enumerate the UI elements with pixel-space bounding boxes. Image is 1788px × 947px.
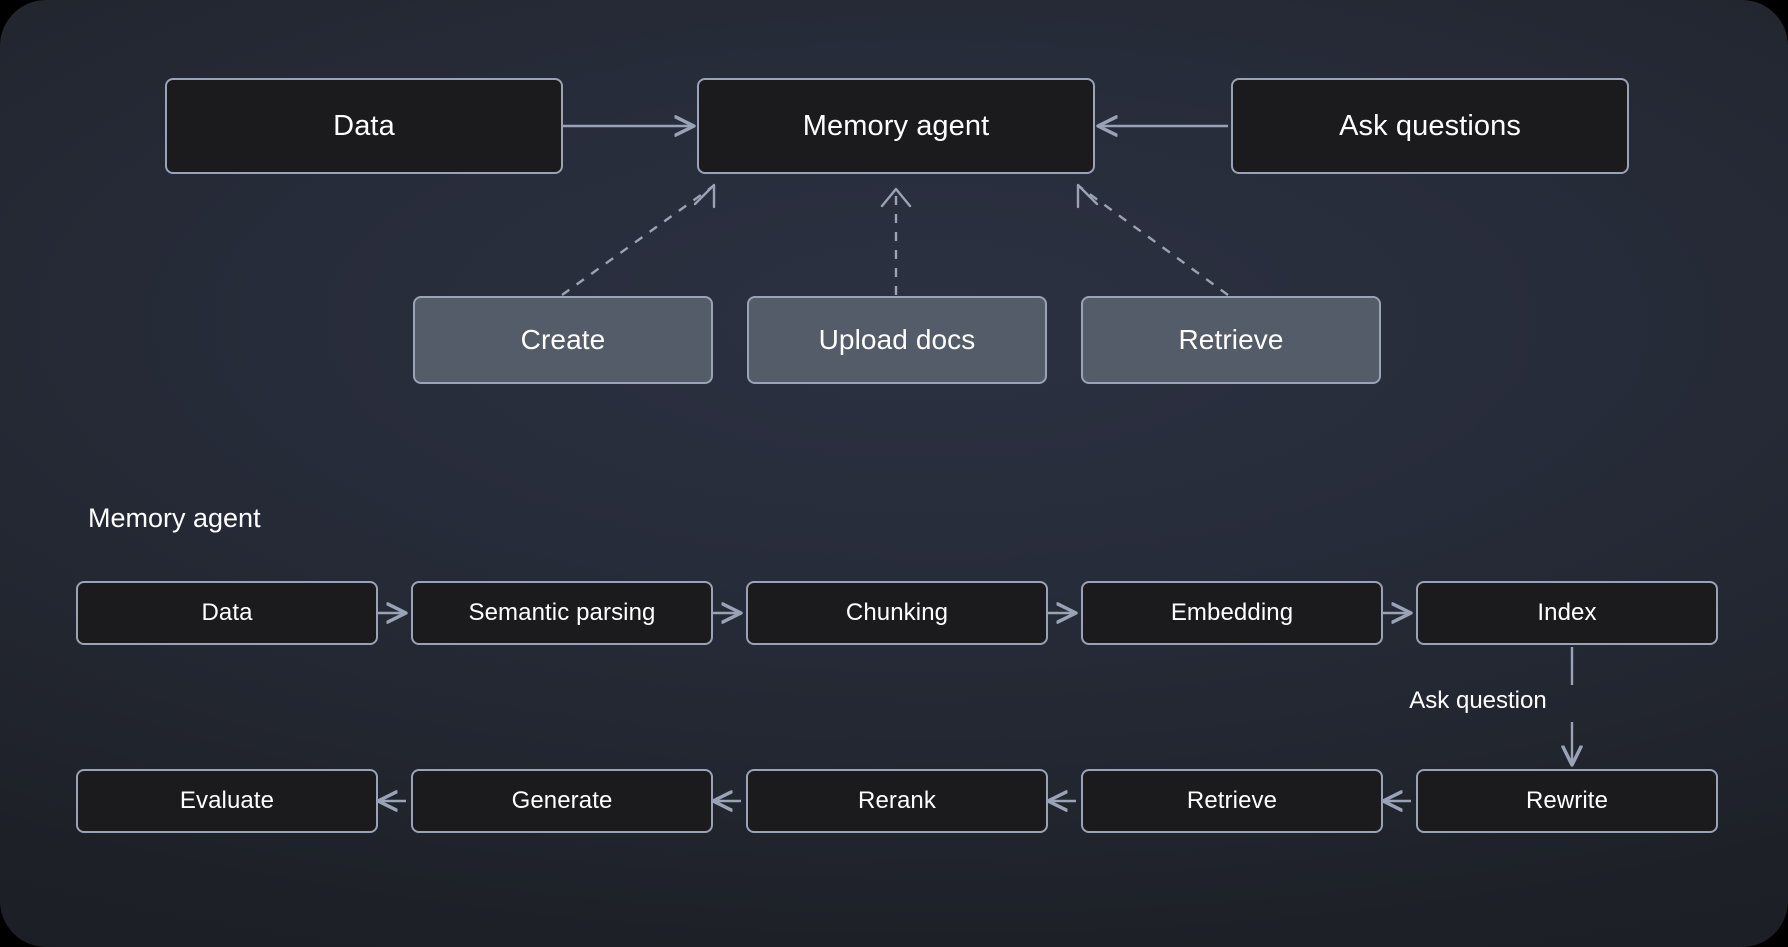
node-upload-docs[interactable]: Upload docs (747, 296, 1047, 384)
edge-retrieve-to-memory-agent (1079, 186, 1229, 296)
node-create[interactable]: Create (413, 296, 713, 384)
pipeline-step-embedding[interactable]: Embedding (1081, 581, 1383, 645)
ask-question-label: Ask question (1409, 687, 1547, 714)
pipeline-step-semantic-parsing[interactable]: Semantic parsing (411, 581, 713, 645)
pipeline-step-retrieve[interactable]: Retrieve (1081, 769, 1383, 833)
node-retrieve-action[interactable]: Retrieve (1081, 296, 1381, 384)
pipeline-step-generate[interactable]: Generate (411, 769, 713, 833)
pipeline-step-evaluate[interactable]: Evaluate (76, 769, 378, 833)
section-title: Memory agent (88, 503, 261, 533)
pipeline-step-rewrite[interactable]: Rewrite (1416, 769, 1718, 833)
pipeline-step-data[interactable]: Data (76, 581, 378, 645)
node-ask-questions[interactable]: Ask questions (1231, 78, 1629, 174)
pipeline-step-index[interactable]: Index (1416, 581, 1718, 645)
edge-create-to-memory-agent (561, 186, 713, 296)
node-memory-agent[interactable]: Memory agent (697, 78, 1095, 174)
node-data-top[interactable]: Data (165, 78, 563, 174)
pipeline-step-rerank[interactable]: Rerank (746, 769, 1048, 833)
pipeline-step-chunking[interactable]: Chunking (746, 581, 1048, 645)
